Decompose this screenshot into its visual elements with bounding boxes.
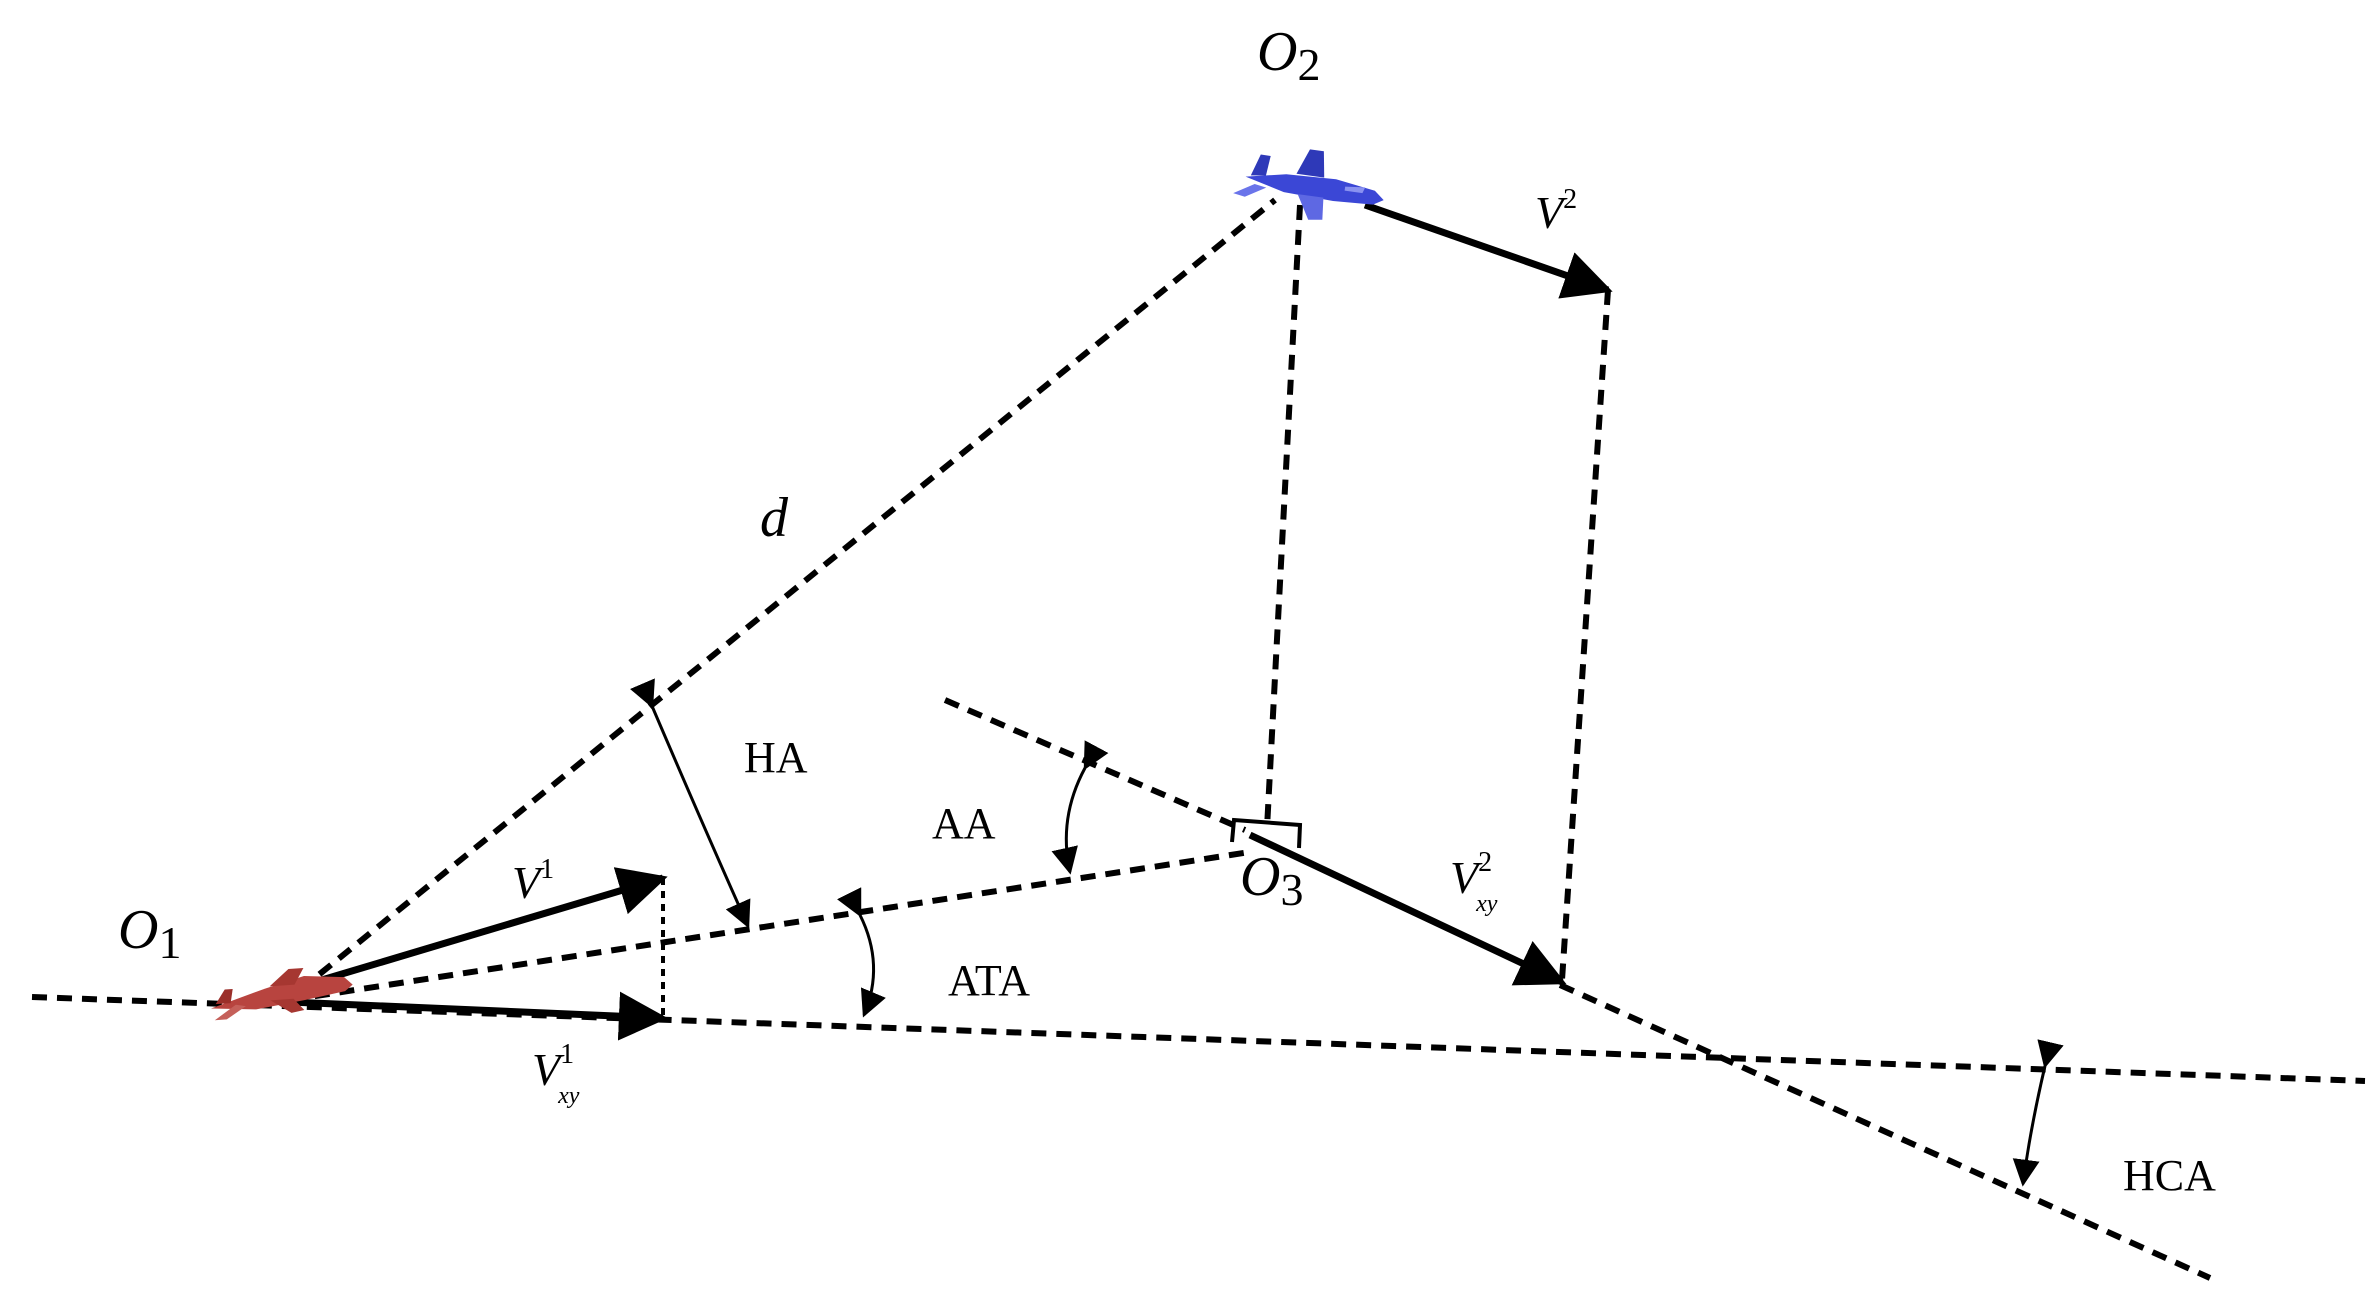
aa-angle-arc — [1051, 740, 1109, 875]
o1-label: O1 — [118, 899, 181, 968]
v1-label: V1 — [512, 854, 554, 908]
v2-label: V2 — [1535, 184, 1577, 238]
ata-angle-label: ATA — [948, 956, 1030, 1005]
right-angle-marker — [1230, 817, 1303, 849]
v2-velocity-arrow — [1363, 201, 1613, 299]
projected-line-of-sight — [289, 849, 1251, 1003]
hca-angle-arc — [2012, 1039, 2064, 1187]
target-heading-extension-forward — [1558, 982, 2212, 1281]
distance-d-label: d — [760, 487, 789, 549]
line-of-sight-d — [298, 197, 1277, 993]
aircraft-1-icon — [210, 967, 353, 1021]
horizontal-reference-line — [31, 994, 2366, 1084]
ata-angle-arc — [837, 887, 886, 1018]
aircraft-2-icon — [1233, 149, 1384, 220]
ha-angle-arc — [630, 678, 751, 929]
o2-label: O2 — [1257, 21, 1320, 90]
hca-angle-label: HCA — [2123, 1151, 2216, 1200]
v1-velocity-arrow — [303, 867, 668, 989]
v2xy-velocity-arrow — [1248, 831, 1567, 986]
v2-vertical-projection — [1559, 289, 1611, 981]
aa-angle-label: AA — [932, 799, 996, 848]
o3-label: O3 — [1240, 846, 1303, 915]
ha-angle-label: HA — [744, 733, 808, 782]
o2-vertical-projection — [1264, 204, 1303, 829]
v1xy-velocity-arrow — [289, 991, 668, 1041]
